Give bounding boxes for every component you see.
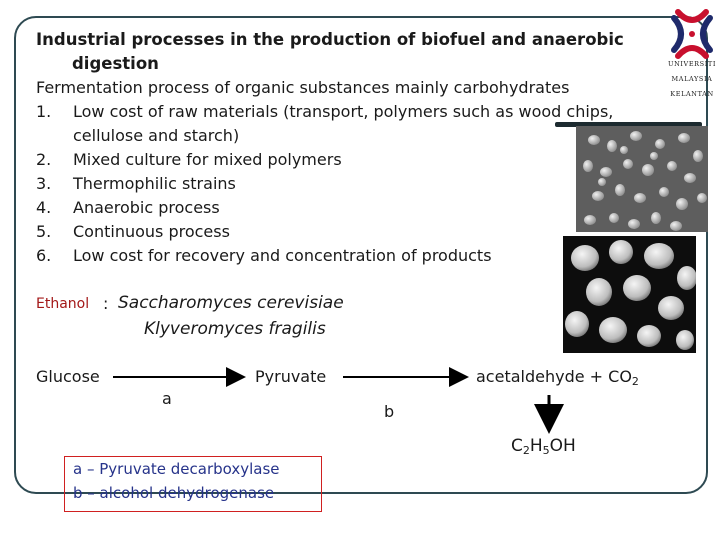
slide-title: Industrial processes in the production o… bbox=[36, 28, 624, 76]
list-item-number: 3. bbox=[36, 174, 52, 193]
list-item-number: 5. bbox=[36, 222, 52, 241]
yeast-micrograph-image bbox=[576, 126, 708, 232]
title-line1: Industrial processes in the production o… bbox=[36, 30, 624, 49]
legend-item-b: b – alcohol dehydrogenase bbox=[73, 484, 275, 502]
acetaldehyde-text: acetaldehyde + CO bbox=[476, 367, 632, 386]
list-item-text: Low cost for recovery and concentration … bbox=[73, 246, 492, 265]
list-item-text: Mixed culture for mixed polymers bbox=[73, 150, 342, 169]
divider-bar bbox=[555, 122, 702, 127]
title-line2: digestion bbox=[72, 54, 159, 73]
list-item-number: 6. bbox=[36, 246, 52, 265]
list-item: 6. Low cost for recovery and concentrati… bbox=[36, 244, 613, 268]
logo-text-line2: MALAYSIA bbox=[671, 75, 713, 83]
ethanol-colon: : bbox=[103, 294, 109, 313]
glucose-label: Glucose bbox=[36, 367, 100, 386]
list-item-number: 1. bbox=[36, 102, 52, 121]
list-item: 3. Thermophilic strains bbox=[36, 172, 613, 196]
list-item-text: Thermophilic strains bbox=[73, 174, 236, 193]
list-item: 2. Mixed culture for mixed polymers bbox=[36, 148, 613, 172]
pyruvate-label: Pyruvate bbox=[255, 367, 327, 386]
list-item-continuation: cellulose and starch) bbox=[73, 126, 240, 145]
formula-oh: OH bbox=[549, 436, 576, 456]
ethanol-formula: C2H5OH bbox=[511, 436, 576, 457]
step-b-label: b bbox=[384, 402, 395, 421]
yeast-cells-micrograph-image bbox=[563, 236, 696, 353]
formula-h: H bbox=[529, 436, 543, 456]
co2-subscript: 2 bbox=[631, 375, 639, 388]
list-item-text: Continuous process bbox=[73, 222, 230, 241]
formula-sub-2: 2 bbox=[522, 444, 530, 457]
subtitle: Fermentation process of organic substanc… bbox=[36, 78, 570, 97]
organism-saccharomyces: Saccharomyces cerevisiae bbox=[118, 293, 344, 313]
list-item: 5. Continuous process bbox=[36, 220, 613, 244]
organism-kluyveromyces: Klyveromyces fragilis bbox=[144, 319, 326, 339]
formula-c: C bbox=[511, 436, 523, 456]
list-item: 4. Anaerobic process bbox=[36, 196, 613, 220]
acetaldehyde-label: acetaldehyde + CO2 bbox=[476, 367, 639, 388]
list-item-number: 4. bbox=[36, 198, 52, 217]
logo-text-line3: KELANTAN bbox=[670, 90, 714, 98]
logo-text-line1: UNIVERSITI bbox=[668, 60, 716, 68]
step-a-label: a bbox=[162, 389, 172, 408]
enzyme-legend: a – Pyruvate decarboxylase b – alcohol d… bbox=[64, 456, 322, 512]
slide-frame bbox=[14, 16, 708, 494]
list-item-text: Low cost of raw materials (transport, po… bbox=[73, 102, 614, 121]
formula-sub-5: 5 bbox=[542, 444, 550, 457]
ethanol-label: Ethanol bbox=[36, 296, 90, 312]
university-logo-icon bbox=[671, 9, 713, 59]
list-item-number: 2. bbox=[36, 150, 52, 169]
list-item: 1. Low cost of raw materials (transport,… bbox=[36, 100, 613, 148]
legend-item-a: a – Pyruvate decarboxylase bbox=[73, 460, 280, 478]
requirements-list: 1. Low cost of raw materials (transport,… bbox=[36, 100, 613, 268]
list-item-text: Anaerobic process bbox=[73, 198, 220, 217]
